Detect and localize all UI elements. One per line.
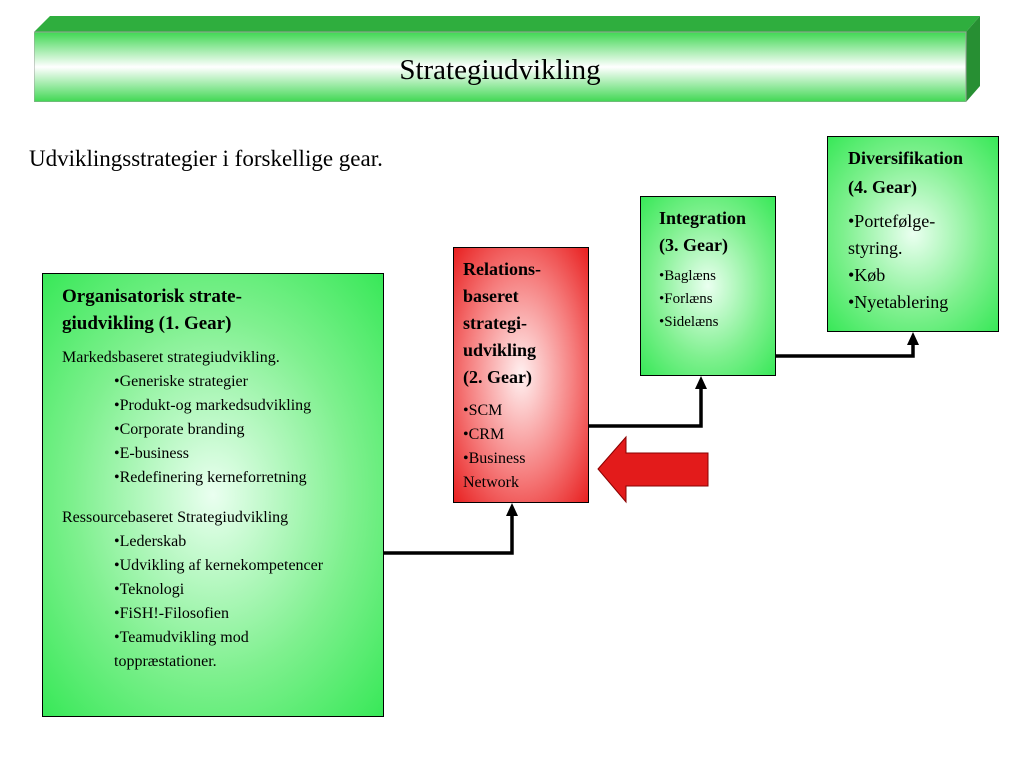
gear1-market-list: •Generiske strategier •Produkt-og marked… bbox=[62, 370, 383, 490]
gear4-list: •Portefølge- styring. •Køb •Nyetablering bbox=[848, 208, 998, 316]
list-item: •Produkt-og markedsudvikling bbox=[114, 397, 312, 414]
list-item: •Nyetablering bbox=[848, 292, 949, 312]
gear3-heading-line: (3. Gear) bbox=[659, 235, 728, 255]
list-item: •Business bbox=[463, 450, 526, 467]
left-arrow-icon bbox=[597, 435, 709, 504]
gear3-box: Integration (3. Gear) •Baglæns •Forlæns … bbox=[640, 196, 776, 376]
list-item: •E-business bbox=[114, 445, 189, 462]
gear4-heading-line: Diversifikation bbox=[848, 148, 963, 168]
list-item: •Teknologi bbox=[114, 581, 185, 598]
list-item: •Baglæns bbox=[659, 268, 716, 284]
gear1-heading-line2: giudvikling (1. Gear) bbox=[62, 313, 232, 334]
list-item: •FiSH!-Filosofien bbox=[114, 605, 229, 622]
arrowhead-gear3 bbox=[695, 376, 707, 389]
arrowhead-gear2 bbox=[506, 503, 518, 516]
gear2-heading-line: baseret bbox=[463, 286, 519, 306]
gear4-box: Diversifikation (4. Gear) •Portefølge- s… bbox=[827, 136, 999, 332]
gear1-section-resource: Ressourcebaseret Strategiudvikling bbox=[62, 509, 289, 526]
list-item: •Corporate branding bbox=[114, 421, 245, 438]
connector-gear1-to-gear2 bbox=[384, 514, 514, 555]
gear1-section-market: Markedsbaseret strategiudvikling. bbox=[62, 349, 280, 366]
gear2-box: Relations- baseret strategi- udvikling (… bbox=[453, 247, 589, 503]
gear2-heading-line: udvikling bbox=[463, 340, 537, 360]
gear3-list: •Baglæns •Forlæns •Sidelæns bbox=[659, 265, 775, 334]
list-item: •SCM bbox=[463, 402, 503, 419]
gear1-heading-line1: Organisatorisk strate- bbox=[62, 286, 242, 307]
arrowhead-gear4 bbox=[907, 332, 919, 345]
gear2-heading-line: (2. Gear) bbox=[463, 367, 532, 387]
gear4-heading-line: (4. Gear) bbox=[848, 177, 917, 197]
list-item: styring. bbox=[848, 238, 903, 258]
list-item: •Sidelæns bbox=[659, 314, 719, 330]
list-item: •CRM bbox=[463, 426, 505, 443]
list-item: •Redefinering kerneforretning bbox=[114, 469, 307, 486]
connector-gear2-to-gear3 bbox=[589, 387, 703, 428]
gear1-box: Organisatorisk strate- giudvikling (1. G… bbox=[42, 273, 384, 717]
gear1-resource-list: •Lederskab •Udvikling af kernekompetence… bbox=[62, 530, 383, 674]
gear3-heading-line: Integration bbox=[659, 208, 746, 228]
gear2-heading: Relations- baseret strategi- udvikling (… bbox=[463, 256, 588, 391]
list-item: •Generiske strategier bbox=[114, 373, 248, 390]
gear2-heading-line: Relations- bbox=[463, 259, 541, 279]
gear3-heading: Integration (3. Gear) bbox=[659, 205, 775, 259]
gear2-list: •SCM •CRM •Business Network bbox=[463, 399, 588, 495]
list-item: •Teamudvikling mod bbox=[114, 629, 249, 646]
list-item: •Køb bbox=[848, 265, 886, 285]
list-item: •Forlæns bbox=[659, 291, 713, 307]
title-banner bbox=[34, 16, 980, 102]
list-item: Network bbox=[463, 474, 519, 491]
connector-gear3-to-gear4 bbox=[776, 343, 915, 358]
list-item: •Udvikling af kernekompetencer bbox=[114, 557, 324, 574]
gear4-heading: Diversifikation (4. Gear) bbox=[848, 144, 998, 202]
list-item: toppræstationer. bbox=[114, 653, 217, 670]
gear2-heading-line: strategi- bbox=[463, 313, 527, 333]
list-item: •Lederskab bbox=[114, 533, 187, 550]
subtitle: Udviklingsstrategier i forskellige gear. bbox=[29, 146, 383, 171]
page-title: Strategiudvikling bbox=[399, 54, 601, 86]
list-item: •Portefølge- bbox=[848, 211, 936, 231]
